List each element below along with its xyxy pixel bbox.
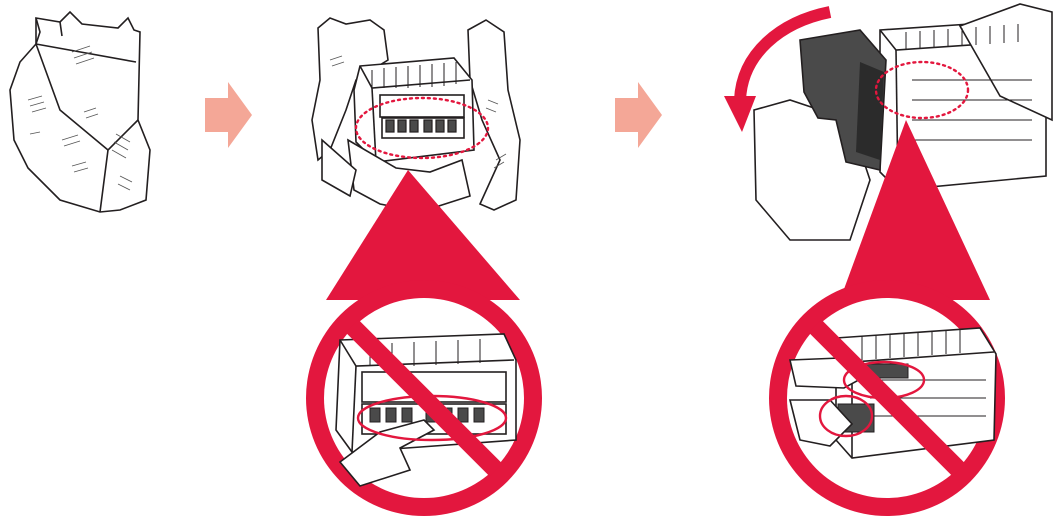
next-step-arrow-icon — [205, 82, 252, 148]
next-step-arrow-icon — [615, 82, 662, 148]
do-not-touch-contacts-icon — [769, 280, 1005, 516]
do-not-touch-nozzles-icon — [306, 280, 542, 516]
sealed-package-icon — [10, 12, 150, 212]
